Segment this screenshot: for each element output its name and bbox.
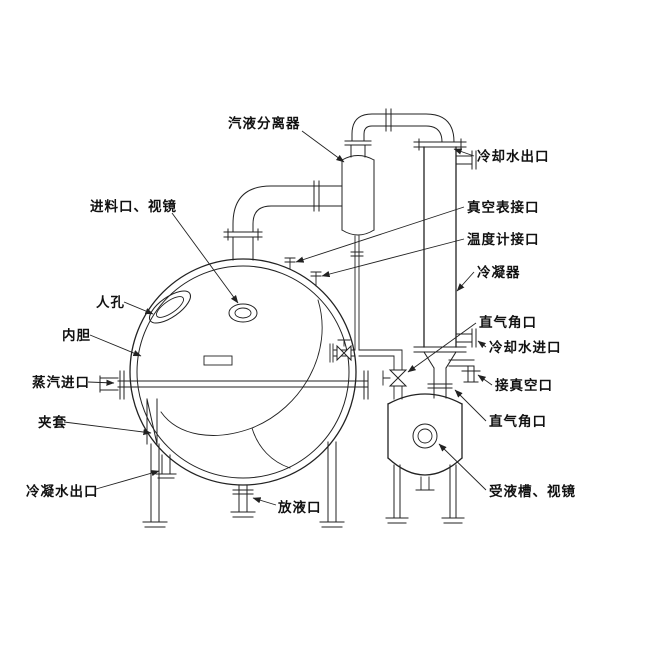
receiver-right-leg [441, 464, 465, 524]
drain-pipe [230, 485, 256, 518]
inner-liner-line [136, 265, 350, 479]
girth-flange-seam [117, 380, 369, 388]
steam-inlet-nozzle [99, 375, 119, 393]
vessel-shell [129, 258, 357, 486]
vapor-elbow [232, 185, 272, 225]
condensate-return-piping [329, 235, 403, 371]
angle-valve-handwheel [382, 370, 391, 386]
label-thermometer: 温度计接口 [467, 231, 540, 248]
column-inlet-elbow [425, 113, 455, 143]
leader-thermometer [321, 238, 465, 278]
left-leg [142, 443, 168, 528]
label-angle-port-upper: 直气角口 [479, 314, 537, 331]
vessel-return-branch [329, 343, 356, 363]
girth-flange-plates [119, 370, 369, 400]
separator-shell [341, 159, 375, 231]
vacuum-connection-port [448, 359, 481, 383]
label-angle-port-lower: 直气角口 [489, 413, 547, 430]
column-bottom-flange [413, 346, 467, 353]
leader-vacuum-connection [477, 374, 493, 386]
condenser-column [413, 138, 481, 399]
small-valve-handwheel [337, 339, 351, 347]
labels: 汽液分离器 冷却水出口 进料口、视镜 真空表接口 温度计接口 冷凝器 人孔 直气… [26, 115, 576, 516]
column-downpipe [427, 367, 453, 399]
label-drain: 放液口 [277, 499, 322, 516]
feed-sight-glass-inner [234, 307, 252, 319]
label-cooling-water-outlet: 冷却水出口 [477, 148, 550, 165]
label-steam-inlet: 蒸汽进口 [32, 374, 90, 391]
label-jacket: 夹套 [38, 414, 67, 431]
leader-lines [63, 130, 493, 506]
label-cooling-water-inlet: 冷却水进口 [489, 339, 562, 356]
label-feed-inlet: 进料口、视镜 [90, 198, 177, 215]
small-valve-body [336, 344, 352, 362]
overhead-pipe-flange [385, 108, 392, 132]
column-shell [423, 146, 457, 348]
overhead-pipe [371, 113, 427, 127]
leader-manhole [123, 301, 154, 315]
liquid-swirl-line [160, 299, 323, 436]
vapor-pipe [270, 185, 343, 207]
top-neck-flange [223, 223, 263, 261]
leader-feed-inlet [171, 212, 239, 304]
condensate-outlet-stub [155, 454, 177, 479]
column-top-flange [413, 138, 467, 151]
leader-vacuum-gauge [295, 206, 465, 263]
label-inner-liner: 内胆 [62, 327, 91, 344]
liquid-swirl-tail [251, 427, 291, 469]
angle-valve [382, 369, 408, 400]
angle-valve-outlet [393, 385, 403, 400]
receiver-sight-glass [412, 423, 438, 449]
return-line-vertical [354, 235, 360, 351]
thermometer-stub [310, 271, 322, 287]
leader-steam-inlet [87, 379, 115, 386]
leader-jacket [63, 421, 152, 436]
support-bracket [146, 398, 158, 445]
leader-receiver [438, 443, 487, 491]
return-line-flange [350, 251, 364, 257]
leader-condenser [456, 271, 475, 292]
leader-angle-port-upper [407, 322, 477, 373]
receiver-drain-stub [415, 476, 435, 491]
leader-inner-liner [89, 334, 142, 357]
cooling-water-outlet-nozzle [455, 150, 477, 170]
baffle-plate [203, 355, 233, 366]
leader-condensate-outlet [95, 470, 160, 490]
label-receiver: 受液槽、视镜 [489, 483, 576, 500]
label-manhole: 人孔 [96, 295, 125, 311]
right-leg [319, 441, 345, 528]
cooling-water-inlet-nozzle [455, 328, 477, 348]
separator-top-cap [344, 133, 372, 158]
leader-cooling-water-outlet [453, 148, 475, 157]
separator-heads [341, 155, 375, 236]
separator-outlet-elbow [351, 113, 373, 135]
leader-drain [252, 497, 277, 506]
vapor-pipe-flange [313, 180, 320, 212]
label-vacuum-connection: 接真空口 [495, 377, 553, 394]
leader-angle-port-lower [454, 389, 487, 422]
leader-separator [301, 130, 345, 163]
receiver-tank [385, 393, 465, 524]
label-condensate-outlet: 冷凝水出口 [26, 483, 99, 500]
manhole-cover [149, 290, 191, 324]
receiver-shell [387, 393, 463, 476]
label-vacuum-gauge: 真空表接口 [467, 199, 540, 216]
label-condenser: 冷凝器 [477, 264, 521, 281]
vapor-duct [232, 180, 343, 225]
run-to-angle-valve [358, 349, 403, 371]
legs-and-supports [142, 398, 345, 528]
receiver-sight-glass-inner [417, 428, 433, 444]
vapor-liquid-separator [341, 108, 455, 236]
label-separator: 汽液分离器 [228, 115, 301, 132]
leader-cooling-water-inlet [477, 340, 487, 349]
vacuum-gauge-stub [284, 257, 296, 270]
angle-valve-body [388, 369, 408, 387]
feed-sight-glass [228, 303, 258, 323]
receiver-left-leg [385, 464, 409, 524]
evaporator-vessel [99, 223, 369, 518]
